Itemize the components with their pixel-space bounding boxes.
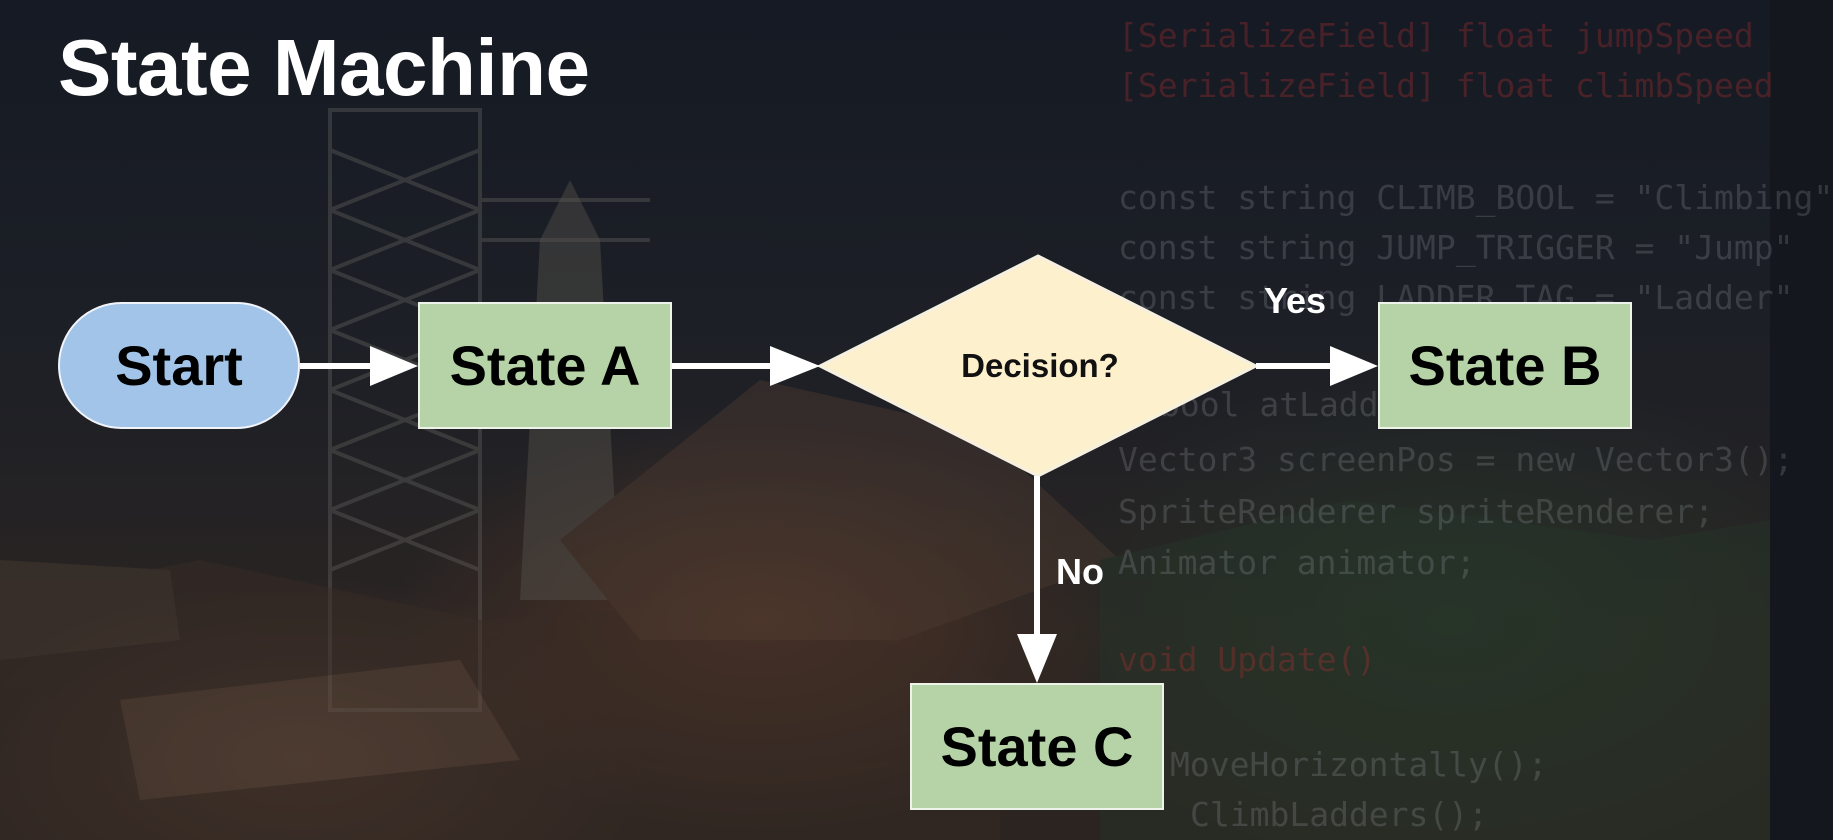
start-node: Start: [58, 302, 300, 429]
code-line: MoveHorizontally();: [1170, 745, 1548, 784]
flowchart-connectors: [300, 254, 1378, 683]
edge-label-yes: Yes: [1264, 280, 1327, 321]
code-line: Animator animator;: [1118, 543, 1476, 582]
arrow-decision-to-state-c: [1017, 476, 1057, 683]
code-line: [SerializeField] float jumpSpeed: [1118, 16, 1754, 55]
decision-label: Decision?: [961, 347, 1119, 384]
code-line: void Update(): [1118, 640, 1377, 679]
state-a-label: State A: [449, 334, 641, 397]
state-a-node: State A: [418, 302, 672, 429]
state-b-label: State B: [1408, 334, 1602, 397]
edge-label-no: No: [1056, 551, 1104, 592]
arrow-start-to-state-a: [300, 346, 418, 386]
code-line: SpriteRenderer spriteRenderer;: [1118, 492, 1715, 531]
page-title: State Machine: [58, 23, 590, 112]
arrow-decision-to-state-b: [1256, 346, 1378, 386]
code-line: Vector3 screenPos = new Vector3();: [1118, 440, 1794, 479]
start-node-label: Start: [115, 334, 243, 397]
code-line: ClimbLadders();: [1190, 795, 1489, 834]
code-line: [SerializeField] float climbSpeed: [1118, 66, 1774, 105]
state-c-label: State C: [940, 715, 1134, 778]
state-c-node: State C: [910, 683, 1164, 810]
code-line: const string JUMP_TRIGGER = "Jump": [1118, 228, 1794, 267]
state-b-node: State B: [1378, 302, 1632, 429]
code-line: const string CLIMB_BOOL = "Climbing": [1118, 178, 1833, 217]
arrow-state-a-to-decision: [672, 346, 820, 386]
